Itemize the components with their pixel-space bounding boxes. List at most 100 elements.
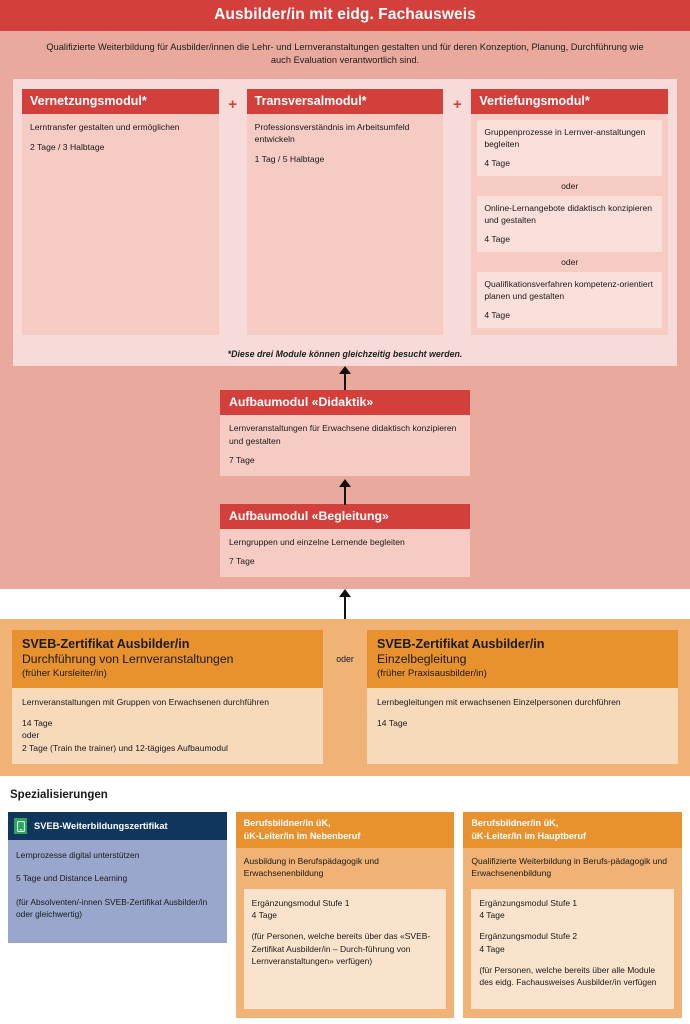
specialization-header: SVEB-Weiterbildungszertifikat <box>8 812 227 841</box>
certificates-or-label: oder <box>336 653 354 664</box>
modules-footnote: *Diese drei Module können gleichzeitig b… <box>13 344 677 367</box>
module-vertiefungsmodul[interactable]: Vertiefungsmodul* Gruppenprozesse in Ler… <box>471 88 669 336</box>
aufbau-body: Lerngruppen und einzelne Lernende beglei… <box>220 528 470 577</box>
option-description: Gruppenprozesse in Lernver-anstaltungen … <box>484 126 646 149</box>
option-description: Online-Lernangebote didaktisch konzipier… <box>484 203 653 226</box>
aufbau-title: Aufbaumodul «Didaktik» <box>220 390 470 416</box>
specialization-body: Ausbildung in Berufspädagogik und Erwach… <box>235 847 455 1018</box>
specialization-title-line1: Berufsbildner/in üK, <box>471 818 559 829</box>
module-title: Transversalmodul* <box>246 88 444 114</box>
aufbau-duration: 7 Tage <box>229 556 255 567</box>
specialization-note: (für Personen, welche bereits über alle … <box>479 964 657 988</box>
module-body: Gruppenprozesse in Lernver-anstaltungen … <box>471 113 669 336</box>
certificates-row: SVEB-Zertifikat Ausbilder/in Durchführun… <box>12 629 678 765</box>
specialization-title: SVEB-Weiterbildungszertifikat <box>34 821 168 832</box>
or-label-1: oder <box>561 181 579 192</box>
qualification-section: Ausbilder/in mit eidg. Fachausweis Quali… <box>0 0 690 589</box>
specialization-title-line2: üK-Leiter/in im Hauptberuf <box>471 830 587 841</box>
certificate-formername: (früher Praxisausbilder/in) <box>377 667 487 679</box>
aufbau-description: Lernveranstaltungen für Erwachsene didak… <box>229 423 457 446</box>
tablet-icon <box>14 818 27 835</box>
aufbau-didaktik[interactable]: Aufbaumodul «Didaktik» Lernveranstaltung… <box>220 390 470 476</box>
certificate-description: Lernveranstaltungen mit Gruppen von Erwa… <box>22 697 269 708</box>
specialization-body: Qualifizierte Weiterbildung in Berufs-pä… <box>463 847 683 1018</box>
module-body: Professionsverständnis im Arbeitsumfeld … <box>246 113 444 336</box>
module-title: Vertiefungsmodul* <box>471 88 669 114</box>
certificate-subtitle: Durchführung von Lernveranstaltungen <box>22 651 234 666</box>
page-title: Ausbilder/in mit eidg. Fachausweis <box>0 0 690 31</box>
certificate-duration-2: 2 Tage (Train the trainer) und 12-tägige… <box>22 742 228 753</box>
option-duration: 4 Tage <box>484 234 510 245</box>
arrow-container-3 <box>0 588 690 619</box>
certificate-formername: (früher Kursleiter/in) <box>22 667 107 679</box>
ergaenzungsmodul-1: Ergänzungsmodul Stufe 1 4 Tage <box>479 897 666 922</box>
module-description: Lerntransfer gestalten und ermöglichen <box>30 121 180 132</box>
option-duration: 4 Tage <box>484 158 510 168</box>
or-label-2: oder <box>561 257 579 268</box>
ergaenzungsmodul-1: Ergänzungsmodul Stufe 1 4 Tage <box>252 897 439 922</box>
specialization-weiterbildungszertifikat[interactable]: SVEB-Weiterbildungszertifikat Lernprozes… <box>8 812 227 944</box>
specialization-body: Lernprozesse digital unterstützen 5 Tage… <box>8 840 227 944</box>
specialization-title-line2: üK-Leiter/in im Nebenberuf <box>243 830 361 841</box>
intro-text: Qualifizierte Weiterbildung für Ausbilde… <box>46 42 644 66</box>
specializations-section: Spezialisierungen SVEB-Weiterbildungszer… <box>0 776 690 1018</box>
specialization-hauptberuf[interactable]: Berufsbildner/in üK, üK-Leiter/in im Hau… <box>463 812 683 1018</box>
certificate-body: Lernbegleitungen mit erwachsenen Einzelp… <box>367 688 678 765</box>
certificate-duration-1: 14 Tage <box>22 717 53 728</box>
specialization-title-line1: Berufsbildner/in üK, <box>243 818 331 829</box>
specialization-description: Qualifizierte Weiterbildung in Berufs-pä… <box>471 855 668 879</box>
plus-icon-2: + <box>452 95 462 113</box>
ergaenzungsmodul-name: Ergänzungsmodul Stufe 1 <box>479 897 578 908</box>
aufbau-begleitung[interactable]: Aufbaumodul «Begleitung» Lerngruppen und… <box>220 503 470 577</box>
module-transversalmodul[interactable]: Transversalmodul* Professionsverständnis… <box>246 88 444 336</box>
modules-row: Vernetzungsmodul* Lerntransfer gestalten… <box>22 88 669 336</box>
specializations-row: SVEB-Weiterbildungszertifikat Lernprozes… <box>8 812 683 1018</box>
certificate-duration-or: oder <box>22 730 40 741</box>
aufbau-body: Lernveranstaltungen für Erwachsene didak… <box>220 415 470 476</box>
option-duration: 4 Tage <box>484 310 510 321</box>
module-duration: 2 Tage / 3 Halbtage <box>30 141 105 152</box>
specialization-line-3: (für Absolventen/-innen SVEB-Zertifikat … <box>16 896 208 919</box>
aufbau-didaktik-zone: Aufbaumodul «Didaktik» Lernveranstaltung… <box>0 390 690 476</box>
plus-icon-1: + <box>228 95 238 113</box>
modules-panel: Vernetzungsmodul* Lerntransfer gestalten… <box>13 78 677 345</box>
module-option-2[interactable]: Online-Lernangebote didaktisch konzipier… <box>477 196 663 253</box>
ergaenzungsmodul-name: Ergänzungsmodul Stufe 2 <box>479 931 578 942</box>
ergaenzungsmodul-days: 4 Tage <box>251 910 278 921</box>
specializations-title: Spezialisierungen <box>10 789 108 802</box>
ergaenzungsmodul-name: Ergänzungsmodul Stufe 1 <box>251 897 350 908</box>
certificate-header: SVEB-Zertifikat Ausbilder/in Einzelbegle… <box>367 629 678 689</box>
certificate-description: Lernbegleitungen mit erwachsenen Einzelp… <box>377 697 621 708</box>
aufbau-title: Aufbaumodul «Begleitung» <box>220 503 470 529</box>
specialization-description: Ausbildung in Berufspädagogik und Erwach… <box>243 855 379 879</box>
certificate-header: SVEB-Zertifikat Ausbilder/in Durchführun… <box>12 629 323 689</box>
module-description: Professionsverständnis im Arbeitsumfeld … <box>254 121 410 144</box>
certificate-durchfuehrung[interactable]: SVEB-Zertifikat Ausbilder/in Durchführun… <box>12 629 323 765</box>
module-body: Lerntransfer gestalten und ermöglichen 2… <box>22 113 219 336</box>
module-option-1[interactable]: Gruppenprozesse in Lernver-anstaltungen … <box>477 119 663 177</box>
module-vernetzungsmodul[interactable]: Vernetzungsmodul* Lerntransfer gestalten… <box>22 88 219 336</box>
ergaenzungsmodul-days: 4 Tage <box>479 910 505 921</box>
aufbau-description: Lerngruppen und einzelne Lernende beglei… <box>229 536 405 547</box>
specialization-line-2: 5 Tage und Distance Learning <box>16 873 128 884</box>
module-duration: 1 Tag / 5 Halbtage <box>254 154 325 164</box>
aufbau-duration: 7 Tage <box>229 455 255 466</box>
certificate-duration-1: 14 Tage <box>377 717 408 728</box>
certificate-subtitle: Einzelbegleitung <box>377 651 467 666</box>
aufbau-begleitung-zone: Aufbaumodul «Begleitung» Lerngruppen und… <box>0 503 690 589</box>
specialization-inner-box: Ergänzungsmodul Stufe 1 4 Tage (für Pers… <box>243 888 447 1009</box>
specialization-nebenberuf[interactable]: Berufsbildner/in üK, üK-Leiter/in im Neb… <box>235 812 455 1018</box>
specialization-header: Berufsbildner/in üK, üK-Leiter/in im Neb… <box>235 812 455 848</box>
certificates-section: SVEB-Zertifikat Ausbilder/in Durchführun… <box>0 618 690 777</box>
ergaenzungsmodul-2: Ergänzungsmodul Stufe 2 4 Tage <box>479 930 666 955</box>
specialization-line-1: Lernprozesse digital unterstützen <box>16 850 140 861</box>
module-option-3[interactable]: Qualifikationsverfahren kompetenz-orient… <box>477 272 663 329</box>
certificate-einzelbegleitung[interactable]: SVEB-Zertifikat Ausbilder/in Einzelbegle… <box>367 629 678 765</box>
arrow-container-2 <box>0 475 690 505</box>
specialization-header: Berufsbildner/in üK, üK-Leiter/in im Hau… <box>463 812 683 848</box>
arrow-up-icon-2 <box>339 478 351 505</box>
certificate-body: Lernveranstaltungen mit Gruppen von Erwa… <box>12 688 323 765</box>
arrow-up-icon-3 <box>339 588 351 619</box>
option-description: Qualifikationsverfahren kompetenz-orient… <box>484 279 653 302</box>
